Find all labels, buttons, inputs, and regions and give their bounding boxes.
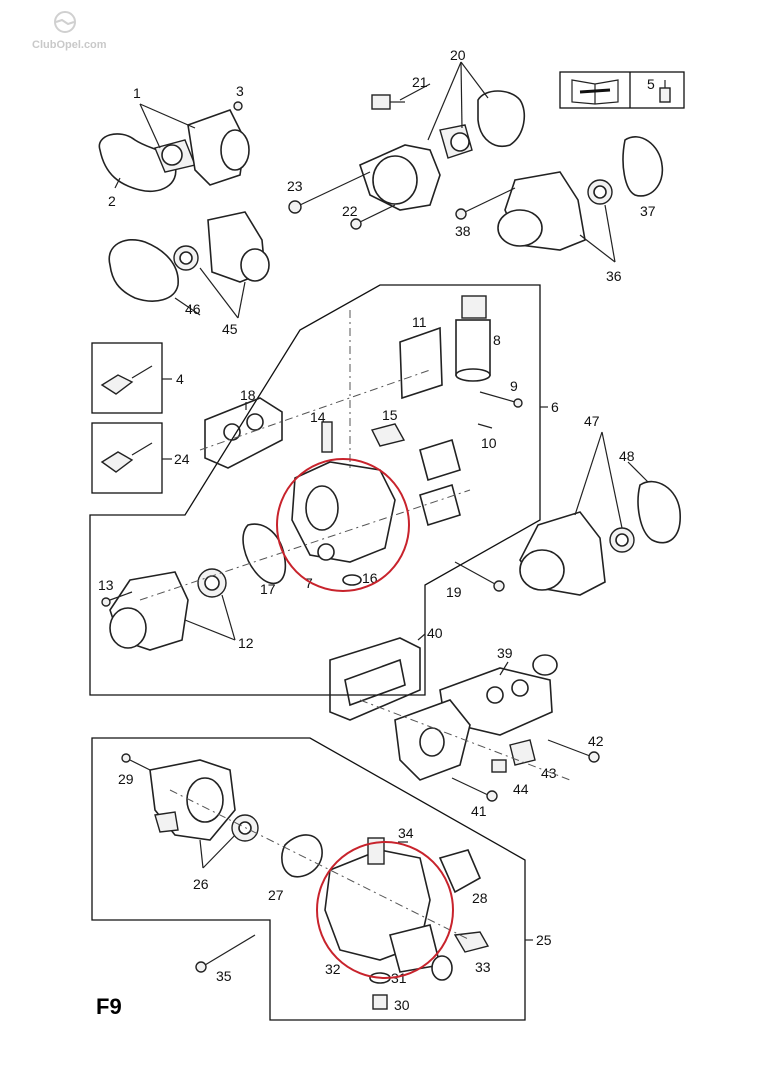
- callout-37: 37: [640, 203, 656, 219]
- callout-18: 18: [240, 387, 256, 403]
- sensor-box-24: 24: [91, 422, 190, 494]
- callout-5: 5: [647, 76, 655, 92]
- callout-43: 43: [541, 765, 557, 781]
- callout-13: 13: [98, 577, 114, 593]
- watermark-text: ClubOpel.com: [32, 39, 107, 51]
- group-45-46: 46 45: [108, 211, 270, 337]
- callout-15: 15: [382, 407, 398, 423]
- page-label: F9: [96, 994, 122, 1019]
- callout-20: 20: [450, 47, 466, 63]
- callout-25: 25: [536, 932, 552, 948]
- callout-4: 4: [176, 371, 184, 387]
- callout-22: 22: [342, 203, 358, 219]
- callout-38: 38: [455, 223, 471, 239]
- highlight-circle-7: [276, 458, 410, 592]
- callout-31: 31: [391, 970, 407, 986]
- group-1-2-3: 1 2 3: [98, 83, 250, 209]
- callout-23: 23: [287, 178, 303, 194]
- callout-2: 2: [108, 193, 116, 209]
- callout-1: 1: [133, 85, 141, 101]
- legend-box: 5: [559, 71, 685, 109]
- callout-7: 7: [305, 575, 313, 591]
- clubopel-logo: ClubOpel.com: [32, 11, 107, 51]
- highlight-circle-25: [316, 841, 454, 979]
- callout-27: 27: [268, 887, 284, 903]
- callout-17: 17: [260, 581, 276, 597]
- callout-21: 21: [412, 74, 428, 90]
- callout-48: 48: [619, 448, 635, 464]
- callout-24: 24: [174, 451, 190, 467]
- callout-45: 45: [222, 321, 238, 337]
- callout-44: 44: [513, 781, 529, 797]
- callout-29: 29: [118, 771, 134, 787]
- callout-10: 10: [481, 435, 497, 451]
- callout-3: 3: [236, 83, 244, 99]
- callout-47: 47: [584, 413, 600, 429]
- callout-6: 6: [551, 399, 559, 415]
- callout-14: 14: [310, 409, 326, 425]
- sensor-icon: [659, 80, 671, 103]
- callout-34: 34: [398, 825, 414, 841]
- callout-33: 33: [475, 959, 491, 975]
- callout-40: 40: [427, 625, 443, 641]
- group-47-48: 47 48: [519, 413, 681, 596]
- callout-9: 9: [510, 378, 518, 394]
- callout-30: 30: [394, 997, 410, 1013]
- callout-42: 42: [588, 733, 604, 749]
- sensor-box-4: 4: [91, 342, 184, 414]
- frame-group-25: 25 29 26 27 34 32 31 30 33 28: [91, 737, 552, 1021]
- callout-12: 12: [238, 635, 254, 651]
- callout-8: 8: [493, 332, 501, 348]
- frame-group-6: 6 18 11 8 9 10 14 15 7 16: [89, 284, 559, 696]
- repair-manual-icon: [571, 79, 619, 105]
- group-36-38: 38 36 37: [455, 136, 664, 284]
- callout-35: 35: [216, 968, 232, 984]
- callout-11: 11: [412, 314, 427, 330]
- callout-26: 26: [193, 876, 209, 892]
- callout-32: 32: [325, 961, 341, 977]
- callout-16: 16: [362, 570, 378, 586]
- callout-41: 41: [471, 803, 487, 819]
- callout-46: 46: [185, 301, 201, 317]
- callout-36: 36: [606, 268, 622, 284]
- callout-19: 19: [446, 584, 462, 600]
- callout-39: 39: [497, 645, 513, 661]
- group-20-23: 20 21 22 23: [287, 47, 526, 230]
- group-39-44: 40 39 42 43 44 41: [329, 625, 604, 819]
- callout-28: 28: [472, 890, 488, 906]
